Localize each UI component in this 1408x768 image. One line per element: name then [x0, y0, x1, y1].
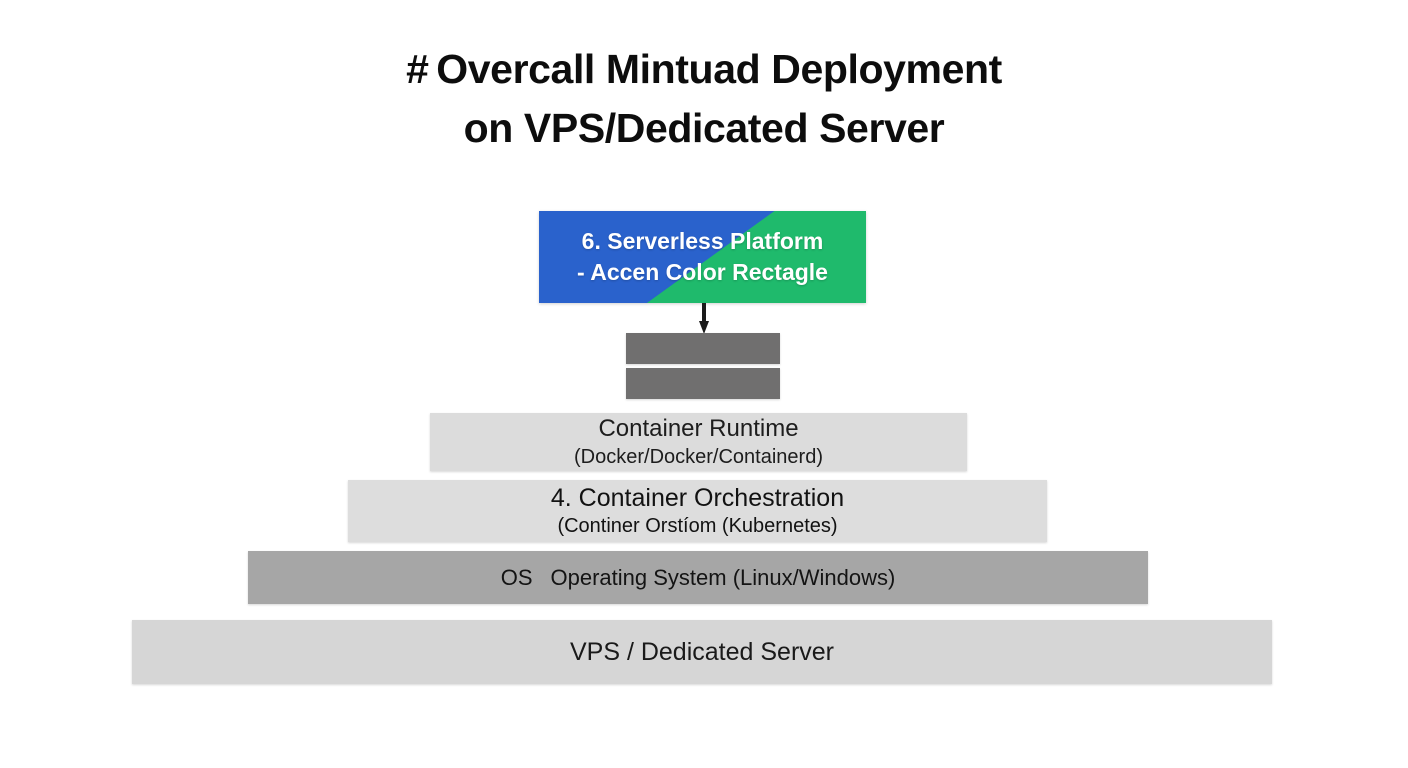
- serverless-platform-line-2: - Accen Color Rectagle: [577, 259, 828, 285]
- stack-layer-container-orchestration[interactable]: 4. Container Orchestration (Continer Ors…: [348, 480, 1047, 542]
- title-line-1: # Overcall Mintuad Deployment: [406, 46, 1002, 92]
- stack-layer-vps-dedicated-server[interactable]: VPS / Dedicated Server: [132, 620, 1272, 684]
- arrow-head: [699, 321, 709, 334]
- page-title: # Overcall Mintuad Deployment on VPS/Ded…: [0, 40, 1408, 158]
- stack-layer-blank-2[interactable]: [626, 368, 780, 399]
- container-orchestration-title: 4. Container Orchestration: [550, 484, 845, 512]
- operating-system-title: Operating System (Linux/Windows): [550, 564, 896, 590]
- stack-layer-container-runtime[interactable]: Container Runtime (Docker/Docker/Contain…: [430, 413, 967, 471]
- container-runtime-subtitle: (Docker/Docker/Containerd): [574, 446, 823, 468]
- stack-layer-blank-1[interactable]: [626, 333, 780, 364]
- serverless-platform-line-1: 6. Serverless Platform: [581, 228, 824, 254]
- title-line-2: on VPS/Dedicated Server: [463, 105, 945, 151]
- serverless-platform-box[interactable]: 6. Serverless Platform - Accen Color Rec…: [539, 211, 866, 303]
- vps-dedicated-server-title: VPS / Dedicated Server: [569, 638, 834, 666]
- operating-system-row: OS Operating System (Linux/Windows): [501, 564, 896, 592]
- down-arrow-icon: [699, 303, 709, 334]
- operating-system-tag: OS: [500, 564, 533, 590]
- container-orchestration-subtitle: (Continer Orstíom (Kubernetes): [557, 515, 838, 537]
- arrow-shaft: [702, 303, 706, 323]
- container-runtime-title: Container Runtime: [598, 415, 799, 442]
- stack-layer-operating-system[interactable]: OS Operating System (Linux/Windows): [248, 551, 1148, 604]
- serverless-platform-label: 6. Serverless Platform - Accen Color Rec…: [539, 211, 866, 303]
